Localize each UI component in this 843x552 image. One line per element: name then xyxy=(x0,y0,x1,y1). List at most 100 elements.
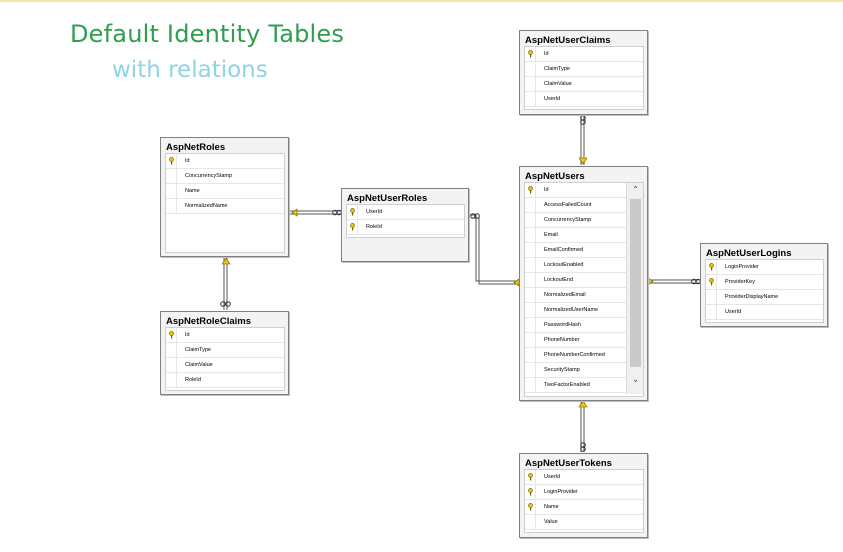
column-name: NormalizedUserName xyxy=(544,307,599,313)
diagram-title: Default Identity Tables xyxy=(70,20,345,48)
table-header: AspNetUserLogins xyxy=(706,248,792,259)
column-row[interactable]: Name xyxy=(166,184,284,199)
column-row[interactable]: Id xyxy=(166,154,284,169)
column-name: Id xyxy=(185,158,190,164)
column-name: UserId xyxy=(544,96,561,102)
column-name: LoginProvider xyxy=(725,264,759,270)
column-row[interactable]: LockoutEnd xyxy=(525,273,643,288)
top-border xyxy=(0,0,843,2)
column-row[interactable]: UserId xyxy=(347,205,464,220)
vertical-scrollbar[interactable]: ˄ ˅ xyxy=(626,183,643,394)
column-name: LockoutEnabled xyxy=(544,262,584,268)
column-name: LockoutEnd xyxy=(544,277,574,283)
key-icon xyxy=(169,157,174,165)
column-row[interactable]: NormalizedUserName xyxy=(525,303,643,318)
column-row[interactable]: LockoutEnabled xyxy=(525,258,643,273)
column-row[interactable]: RoleId xyxy=(166,373,284,388)
column-name: PhoneNumberConfirmed xyxy=(544,352,605,358)
column-name: Value xyxy=(544,519,558,525)
table-aspnetusertokens[interactable]: AspNetUserTokens UserId LoginProvider Na… xyxy=(519,453,648,538)
column-row[interactable]: UserId xyxy=(525,470,643,485)
column-name: RoleId xyxy=(185,377,201,383)
table-header: AspNetRoles xyxy=(166,142,226,153)
column-row[interactable]: ClaimType xyxy=(525,62,643,77)
key-icon xyxy=(709,263,714,271)
column-row[interactable]: ClaimValue xyxy=(166,358,284,373)
column-row[interactable]: ConcurrencyStamp xyxy=(166,169,284,184)
key-icon xyxy=(528,473,533,481)
column-row[interactable]: TwoFactorEnabled xyxy=(525,378,643,393)
scroll-up-icon[interactable]: ˄ xyxy=(633,186,638,196)
column-row[interactable]: EmailConfirmed xyxy=(525,243,643,258)
column-name: ConcurrencyStamp xyxy=(185,173,233,179)
table-aspnetroles[interactable]: AspNetRoles Id ConcurrencyStamp Name Nor… xyxy=(160,137,289,257)
column-row[interactable]: ProviderKey xyxy=(706,275,823,290)
column-row[interactable]: NormalizedEmail xyxy=(525,288,643,303)
column-name: SecurityStamp xyxy=(544,367,580,373)
column-list: UserId RoleId xyxy=(346,204,465,238)
table-header: AspNetRoleClaims xyxy=(166,316,251,327)
column-name: TwoFactorEnabled xyxy=(544,382,590,388)
column-row[interactable]: NormalizedName xyxy=(166,199,284,214)
column-row[interactable]: Id xyxy=(525,183,643,198)
column-row[interactable]: Value xyxy=(525,515,643,530)
column-list: Id ClaimType ClaimValue RoleId xyxy=(165,327,285,391)
column-name: Id xyxy=(185,332,190,338)
key-icon xyxy=(169,331,174,339)
column-list: Id ConcurrencyStamp Name NormalizedName xyxy=(165,153,285,253)
column-name: ConcurrencyStamp xyxy=(544,217,592,223)
column-name: RoleId xyxy=(366,224,382,230)
column-name: NormalizedName xyxy=(185,203,228,209)
column-row[interactable]: ClaimType xyxy=(166,343,284,358)
key-icon xyxy=(528,50,533,58)
column-row[interactable]: Email xyxy=(525,228,643,243)
table-aspnetusers[interactable]: AspNetUsers Id AccessFailedCount Concurr… xyxy=(519,166,648,401)
column-list: UserId LoginProvider Name Value xyxy=(524,469,644,533)
column-name: Id xyxy=(544,187,549,193)
diagram-subtitle: with relations xyxy=(112,57,268,83)
column-name: EmailConfirmed xyxy=(544,247,584,253)
column-row[interactable]: PasswordHash xyxy=(525,318,643,333)
column-name: ProviderKey xyxy=(725,279,755,285)
column-row[interactable]: Id xyxy=(525,47,643,62)
column-row[interactable]: UserId xyxy=(706,305,823,320)
key-icon xyxy=(709,278,714,286)
column-name: UserId xyxy=(366,209,383,215)
column-name: LoginProvider xyxy=(544,489,578,495)
column-row[interactable]: ProviderDisplayName xyxy=(706,290,823,305)
table-header: AspNetUserTokens xyxy=(525,458,612,469)
column-row[interactable]: ConcurrencyStamp xyxy=(525,213,643,228)
scroll-thumb[interactable] xyxy=(630,199,641,367)
key-icon xyxy=(350,208,355,216)
column-row[interactable]: RoleId xyxy=(347,220,464,235)
table-header: AspNetUserClaims xyxy=(525,35,611,46)
table-aspnetroleclaims[interactable]: AspNetRoleClaims Id ClaimType ClaimValue… xyxy=(160,311,289,395)
table-aspnetuserclaims[interactable]: AspNetUserClaims Id ClaimType ClaimValue… xyxy=(519,30,648,115)
column-row[interactable]: Id xyxy=(166,328,284,343)
column-row[interactable]: UserId xyxy=(525,92,643,107)
column-name: PasswordHash xyxy=(544,322,581,328)
column-name: Id xyxy=(544,51,549,57)
table-header: AspNetUsers xyxy=(525,171,585,182)
column-row[interactable]: LoginProvider xyxy=(706,260,823,275)
table-aspnetuserroles[interactable]: AspNetUserRoles UserId RoleId xyxy=(341,188,469,262)
column-row[interactable]: PhoneNumber xyxy=(525,333,643,348)
column-list: Id AccessFailedCount ConcurrencyStamp Em… xyxy=(524,182,644,397)
key-icon xyxy=(528,186,533,194)
column-name: PhoneNumber xyxy=(544,337,580,343)
column-row[interactable]: AccessFailedCount xyxy=(525,198,643,213)
column-row[interactable]: Name xyxy=(525,500,643,515)
column-name: ClaimType xyxy=(185,347,211,353)
column-row[interactable]: PhoneNumberConfirmed xyxy=(525,348,643,363)
column-row[interactable]: ClaimValue xyxy=(525,77,643,92)
column-row[interactable]: SecurityStamp xyxy=(525,363,643,378)
key-icon xyxy=(350,223,355,231)
column-name: Name xyxy=(544,504,559,510)
column-row[interactable]: LoginProvider xyxy=(525,485,643,500)
column-name: NormalizedEmail xyxy=(544,292,586,298)
column-list: LoginProvider ProviderKey ProviderDispla… xyxy=(705,259,824,323)
column-name: ProviderDisplayName xyxy=(725,294,779,300)
table-aspnetuserlogins[interactable]: AspNetUserLogins LoginProvider ProviderK… xyxy=(700,243,828,327)
scroll-down-icon[interactable]: ˅ xyxy=(633,380,638,390)
